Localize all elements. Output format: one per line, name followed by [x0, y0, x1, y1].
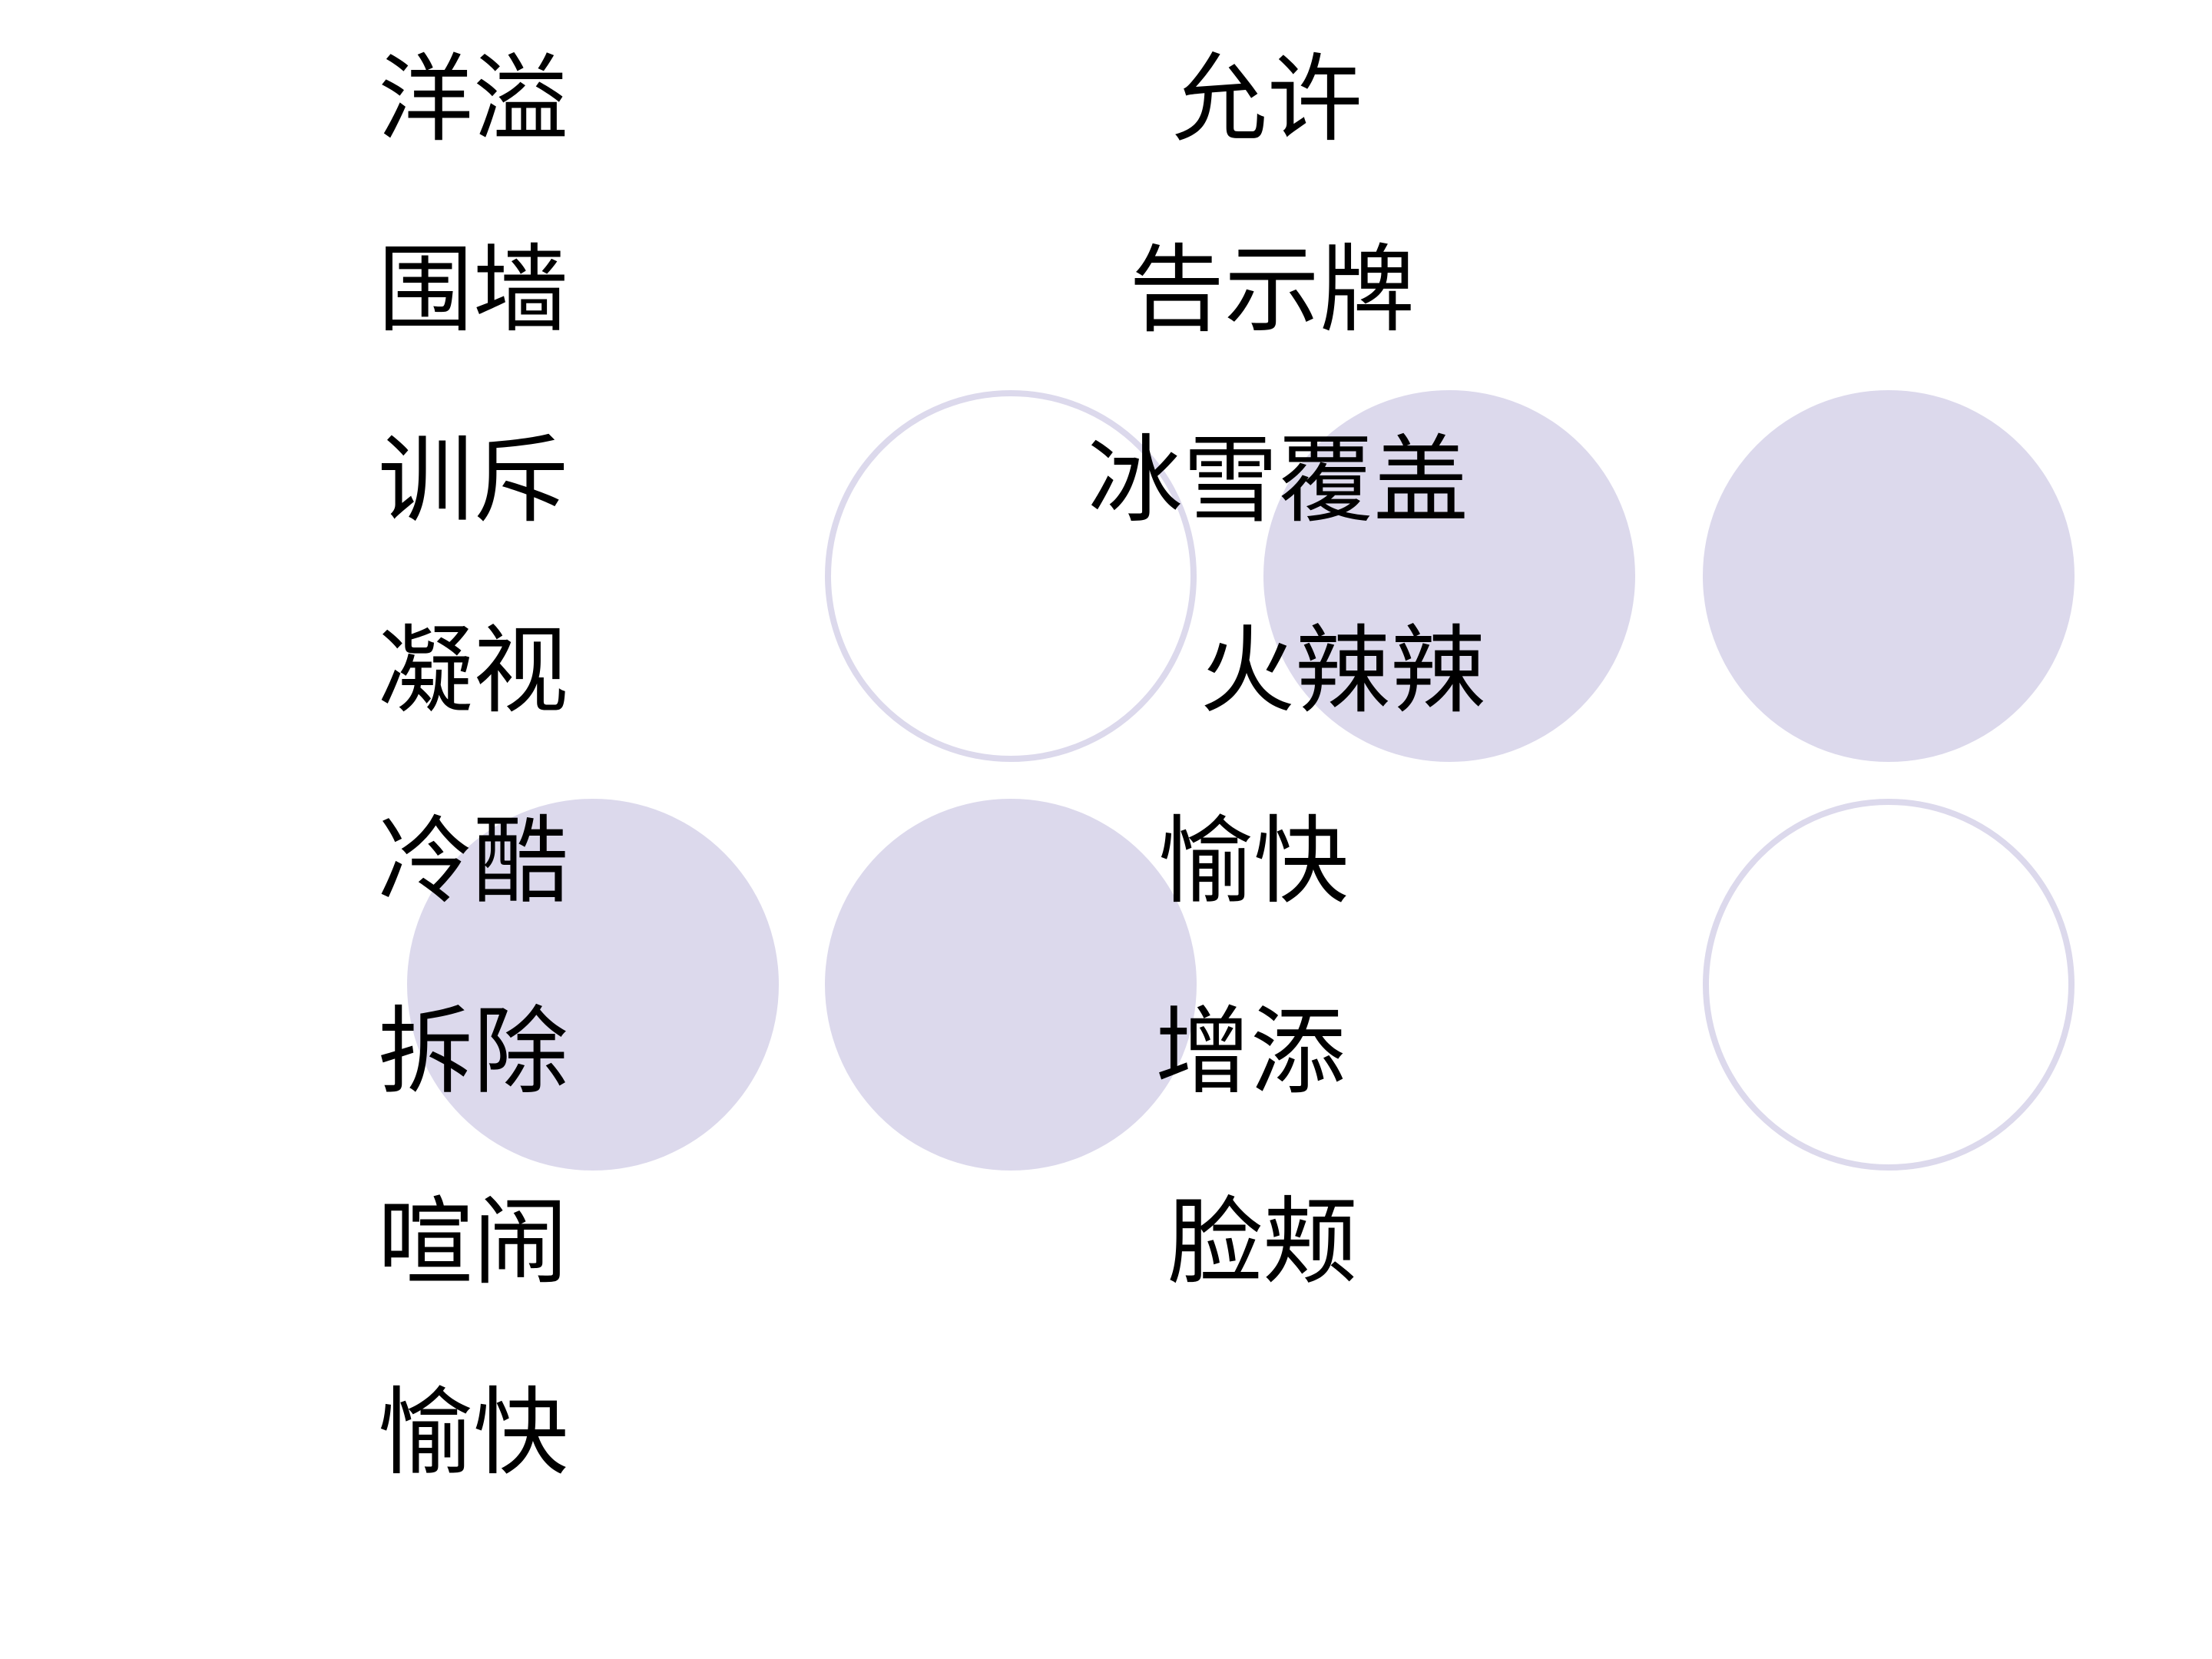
decor-circle-outline: [1703, 799, 2075, 1171]
right-word: 火辣辣: [1200, 616, 1486, 727]
left-word: 喧闹: [378, 1187, 569, 1298]
left-word: 围墙: [378, 235, 569, 346]
right-word: 增添: [1155, 997, 1346, 1108]
left-word: 拆除: [378, 997, 569, 1108]
left-word: 洋溢: [378, 45, 569, 155]
left-word: 训斥: [378, 426, 569, 536]
right-word: 冰雪覆盖: [1088, 426, 1469, 536]
decor-circle-filled: [407, 799, 779, 1171]
decor-circle-filled: [825, 799, 1197, 1171]
decor-circle-filled: [1263, 390, 1635, 762]
decor-circle-outline: [825, 390, 1197, 762]
right-word: 脸颊: [1167, 1187, 1359, 1298]
decor-circle-filled: [1703, 390, 2075, 762]
left-word: 愉快: [378, 1378, 569, 1488]
left-word: 凝视: [378, 616, 569, 727]
right-word: 告示牌: [1129, 235, 1416, 346]
right-word: 愉快: [1158, 806, 1349, 917]
left-word: 冷酷: [378, 806, 569, 917]
right-word: 允许: [1172, 45, 1363, 155]
